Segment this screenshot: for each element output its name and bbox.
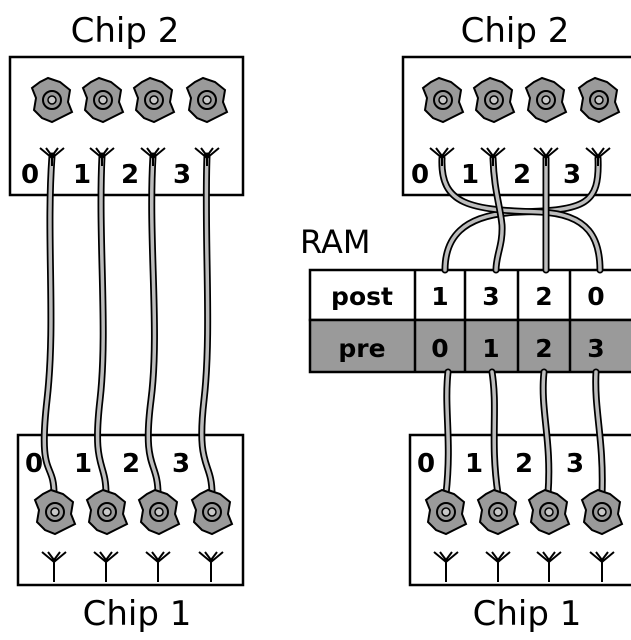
right-top-index-1: 1 (461, 160, 479, 190)
right-bottom-index-2: 2 (515, 449, 533, 479)
dendrite-icon (194, 147, 220, 166)
ram-post-value-3: 0 (587, 282, 604, 311)
ram-post-label: post (331, 282, 393, 311)
left-wire-1 (94, 152, 110, 498)
right-wire-pre-0 (442, 368, 452, 498)
left-top-index-0: 0 (21, 160, 39, 190)
ram-pre-value-3: 3 (587, 334, 604, 363)
ram-pre-value-2: 2 (535, 334, 552, 363)
neuron-icon (33, 488, 77, 536)
left-top-chip-label: Chip 2 (71, 11, 180, 51)
right-top-dendrites (429, 147, 611, 166)
neuron-icon (421, 76, 465, 124)
right-wire-post-to-3 (489, 154, 506, 274)
right-top-neurons (421, 76, 621, 124)
neuron-icon (472, 76, 516, 124)
neuron-icon (81, 76, 125, 124)
ram-post-value-1: 3 (482, 282, 499, 311)
neuron-icon (85, 488, 129, 536)
ram-pre-value-1: 1 (482, 334, 499, 363)
dendrite-icon (585, 147, 611, 166)
dendrite-icon (429, 147, 455, 166)
ram-post-row (308, 268, 631, 322)
left-wire-0 (40, 152, 58, 498)
ram-post-value-2: 2 (535, 282, 552, 311)
dendrite-icon (480, 147, 506, 166)
right-bottom-index-3: 3 (566, 449, 584, 479)
right-top-chip-label: Chip 2 (461, 11, 570, 51)
left-wire-3 (198, 152, 216, 498)
right-top-index-2: 2 (513, 160, 531, 190)
left-bottom-dendrites (41, 551, 224, 582)
dendrite-icon (533, 147, 559, 166)
neuron-icon (132, 76, 176, 124)
ram-pre-row (308, 318, 631, 374)
neuron-icon (137, 488, 181, 536)
right-bottom-dendrites (433, 551, 615, 582)
neuron-icon (190, 488, 234, 536)
neuron-icon (527, 488, 571, 536)
right-top-index-3: 3 (563, 160, 581, 190)
neuron-icon (30, 76, 74, 124)
left-top-neurons (30, 76, 229, 124)
left-bottom-index-2: 2 (122, 449, 140, 479)
left-bottom-neurons (33, 488, 234, 536)
left-bottom-index-1: 1 (74, 449, 92, 479)
neuron-icon (476, 488, 520, 536)
dendrite-icon (433, 551, 459, 582)
left-top-dendrites (39, 147, 220, 166)
right-wire-pre-3 (592, 368, 606, 498)
right-wire-post-to-1 (438, 154, 604, 274)
dendrite-icon (145, 551, 171, 582)
dendrite-icon (198, 551, 224, 582)
dendrite-icon (536, 551, 562, 582)
dendrite-icon (140, 147, 166, 166)
neuron-icon (577, 76, 621, 124)
right-bottom-index-1: 1 (465, 449, 483, 479)
left-bottom-index-0: 0 (25, 449, 43, 479)
dendrite-icon (39, 147, 65, 166)
ram-table: post pre 1 3 2 0 0 1 2 3 (308, 268, 631, 374)
left-top-index-1: 1 (73, 160, 91, 190)
left-top-index-3: 3 (173, 160, 191, 190)
left-bottom-chip-label: Chip 1 (83, 594, 192, 634)
neuron-icon (185, 76, 229, 124)
left-wire-2 (144, 152, 162, 498)
right-wire-pre-1 (488, 368, 502, 498)
right-bottom-index-0: 0 (417, 449, 435, 479)
ram-post-value-0: 1 (431, 282, 448, 311)
right-top-index-0: 0 (411, 160, 429, 190)
left-top-index-2: 2 (121, 160, 139, 190)
ram-pre-value-0: 0 (431, 334, 448, 363)
dendrite-icon (89, 147, 115, 166)
right-bottom-neurons (424, 488, 624, 536)
left-bottom-index-3: 3 (172, 449, 190, 479)
neuron-icon (424, 488, 468, 536)
right-wire-pre-2 (539, 368, 553, 498)
neuron-icon (580, 488, 624, 536)
ram-label: RAM (300, 223, 370, 261)
right-bottom-chip-label: Chip 1 (473, 594, 582, 634)
right-panel: Chip 2 0 1 2 3 RAM post pre 1 3 2 0 0 (300, 11, 631, 634)
dendrite-icon (41, 551, 67, 582)
dendrite-icon (485, 551, 511, 582)
left-panel: Chip 2 0 1 2 3 0 1 2 3 Chip 1 (8, 11, 245, 634)
neuron-icon (524, 76, 568, 124)
right-wires (438, 154, 606, 498)
dendrite-icon (93, 551, 119, 582)
ram-pre-label: pre (338, 334, 385, 363)
dendrite-icon (589, 551, 615, 582)
left-wires (40, 152, 216, 498)
